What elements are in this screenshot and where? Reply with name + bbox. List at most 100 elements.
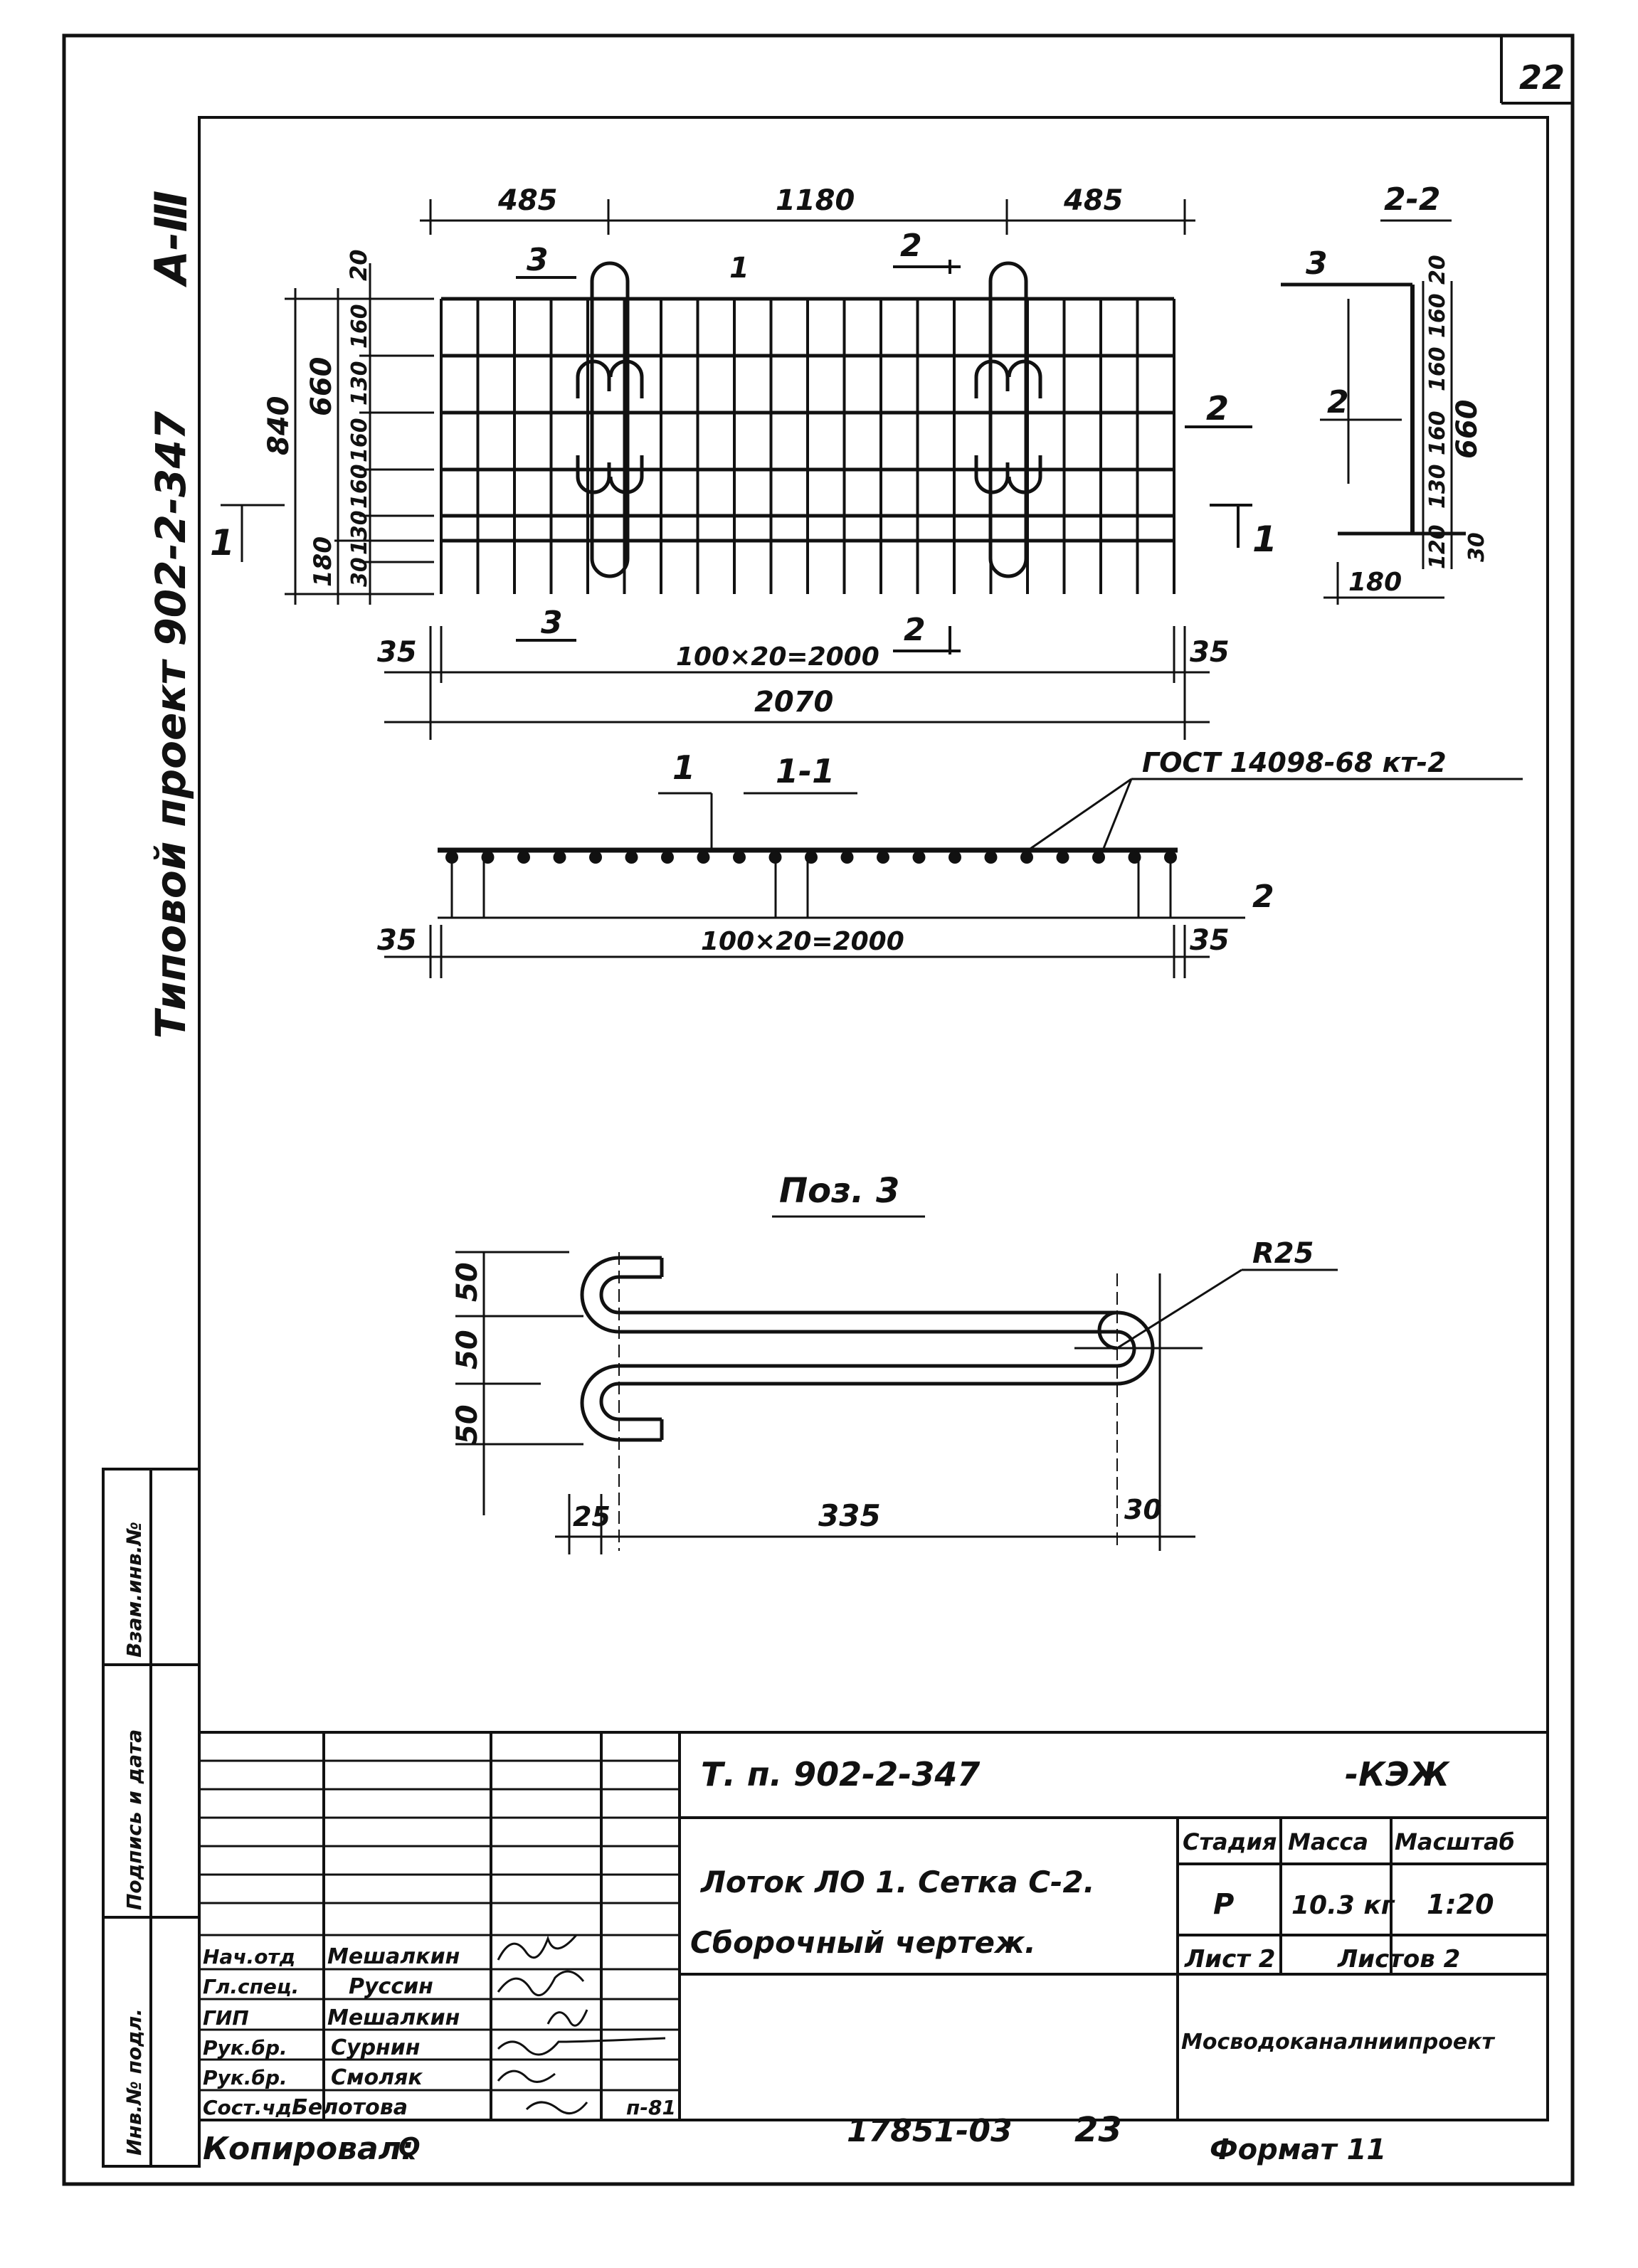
section-1-1-edge-left: 35 (377, 924, 417, 957)
staff-tail: п-81 (626, 2096, 676, 2119)
value-mass: 10.3 кг (1291, 1891, 1395, 1920)
project-designation-vertical: Типовой проект 902-2-347 (147, 410, 195, 1039)
pos3-dim-335: 335 (818, 1498, 881, 1533)
format-label: Формат 11 (1210, 2134, 1386, 2166)
section-bar-dot (912, 851, 926, 864)
side-stamp-replace-inv: Взам.инв.№ (122, 1522, 146, 1658)
plan-left-dimensions (221, 263, 434, 605)
section-2-2-dim-30: 30 (1464, 532, 1489, 562)
dim-top-middle: 1180 (776, 184, 855, 217)
pos3-dim-30: 30 (1124, 1494, 1162, 1525)
hooked-rod (576, 261, 644, 578)
section-bar-dot (949, 851, 961, 864)
dim-top-left: 485 (497, 184, 558, 217)
steel-grade: А-Ⅲ (145, 191, 197, 288)
section-2-2-dim-130: 130 (1425, 464, 1450, 509)
section-2-2-title: 2-2 (1384, 181, 1441, 218)
header-scale: Масштаб (1395, 1828, 1515, 1855)
section-2-2-dim-20: 20 (1425, 255, 1450, 285)
sheets-label: Листов 2 (1337, 1945, 1460, 1973)
staff-role-5: Рук.бр. (203, 2066, 287, 2089)
dim-edge-right: 35 (1190, 636, 1230, 669)
cut-label-2-right: 2 (1206, 389, 1229, 428)
pos3-dim-25: 25 (573, 1501, 611, 1532)
dim-left-180: 180 (309, 536, 337, 587)
sheet-number: 22 (1519, 58, 1565, 97)
staff-name-3: Мешалкин (327, 2005, 460, 2030)
dim-left-130a: 130 (347, 361, 372, 406)
staff-name-2: Руссин (349, 1974, 433, 1999)
dim-bars-spacing: 100×20=2000 (676, 642, 879, 672)
section-bar-dot (445, 851, 458, 864)
copied-signature: Q (398, 2133, 421, 2162)
section-bar-dot (1164, 851, 1177, 864)
dim-total-length: 2070 (754, 686, 833, 719)
section-bar-dot (1056, 851, 1069, 864)
section-2-2-dim-160c: 160 (1425, 410, 1450, 455)
pos3-radius-label: R25 (1252, 1237, 1314, 1270)
doc-code: Т. п. 902-2-347 (701, 1755, 980, 1793)
drawing-title-line1: Лоток ЛО 1. Сетка С-2. (699, 1865, 1095, 1899)
section-1-1-pos-2: 2 (1252, 879, 1274, 915)
staff-name-6: Белотова (292, 2095, 408, 2120)
archive-number: 17851-03 (847, 2113, 1013, 2149)
dim-left-130b: 130 (347, 510, 372, 555)
cut-label-3-top: 3 (527, 242, 549, 278)
section-bar-dot (1092, 851, 1105, 864)
section-bar-dot (589, 851, 602, 864)
cut-label-3-bottom: 3 (541, 605, 563, 641)
dim-left-30: 30 (347, 557, 372, 587)
pos3-dim-50c: 50 (451, 1404, 484, 1444)
value-scale: 1:20 (1427, 1889, 1494, 1920)
section-1-1-pos-1: 1 (672, 748, 695, 787)
side-stamp-inv-orig: Инв.№ подл. (122, 2008, 146, 2156)
staff-name-1: Мешалкин (327, 1944, 460, 1969)
cut-label-1-right: 1 (1252, 519, 1277, 560)
staff-name-5: Смоляк (331, 2065, 423, 2090)
section-2-2-marker-3: 3 (1306, 245, 1328, 282)
dim-left-160c: 160 (347, 464, 372, 509)
section-bar-dot (481, 851, 495, 864)
pos3-rod-drawing (455, 1251, 1338, 1554)
organization: Мосводоканалниипроект (1181, 2030, 1496, 2055)
header-mass: Масса (1288, 1828, 1368, 1855)
section-bar-dot (984, 851, 998, 864)
cut-markers (516, 260, 1252, 655)
dim-left-160b: 160 (347, 418, 372, 462)
section-bar-dot (877, 851, 889, 864)
title-block-grid (198, 1731, 1549, 2121)
pos3-dim-50b: 50 (451, 1330, 484, 1369)
hooked-rod (974, 261, 1042, 578)
dim-left-160a: 160 (347, 304, 372, 349)
staff-name-4: Сурнин (331, 2035, 421, 2060)
pos3-title: Поз. 3 (779, 1171, 899, 1211)
section-1-1-title: 1-1 (776, 752, 835, 790)
staff-role-3: ГИП (203, 2006, 249, 2030)
header-stage: Стадия (1183, 1828, 1277, 1855)
section-bar-dot (805, 851, 818, 864)
section-2-2-dim-120: 120 (1425, 524, 1450, 569)
section-bar-dot (1128, 851, 1141, 864)
archive-page: 23 (1074, 2110, 1122, 2150)
section-bar-dot (697, 851, 710, 864)
value-stage: Р (1213, 1888, 1234, 1921)
section-bar-dot (768, 851, 782, 864)
section-bar-dot (625, 851, 638, 864)
section-bar-dot (517, 851, 530, 864)
mesh-plan (440, 261, 1175, 594)
cut-label-2-top: 2 (900, 228, 922, 264)
dim-left-840: 840 (263, 396, 295, 456)
doc-mark: -КЭЖ (1345, 1755, 1450, 1793)
section-2-2-dim-160a: 160 (1425, 293, 1450, 338)
dim-top-right: 485 (1063, 184, 1124, 217)
section-bar-dot (661, 851, 674, 864)
section-1-1-dim: 100×20=2000 (701, 927, 904, 956)
drawing-title-line2: Сборочный чертеж. (690, 1925, 1036, 1960)
section-bar-dot (1020, 851, 1033, 864)
section-bar-dot (840, 851, 854, 864)
section-bar-dot (553, 851, 566, 864)
plan-bottom-dimensions (384, 626, 1210, 740)
section-2-2-drawing (1281, 281, 1466, 605)
staff-role-4: Рук.бр. (203, 2036, 287, 2060)
pos3-dim-50a: 50 (451, 1262, 484, 1302)
